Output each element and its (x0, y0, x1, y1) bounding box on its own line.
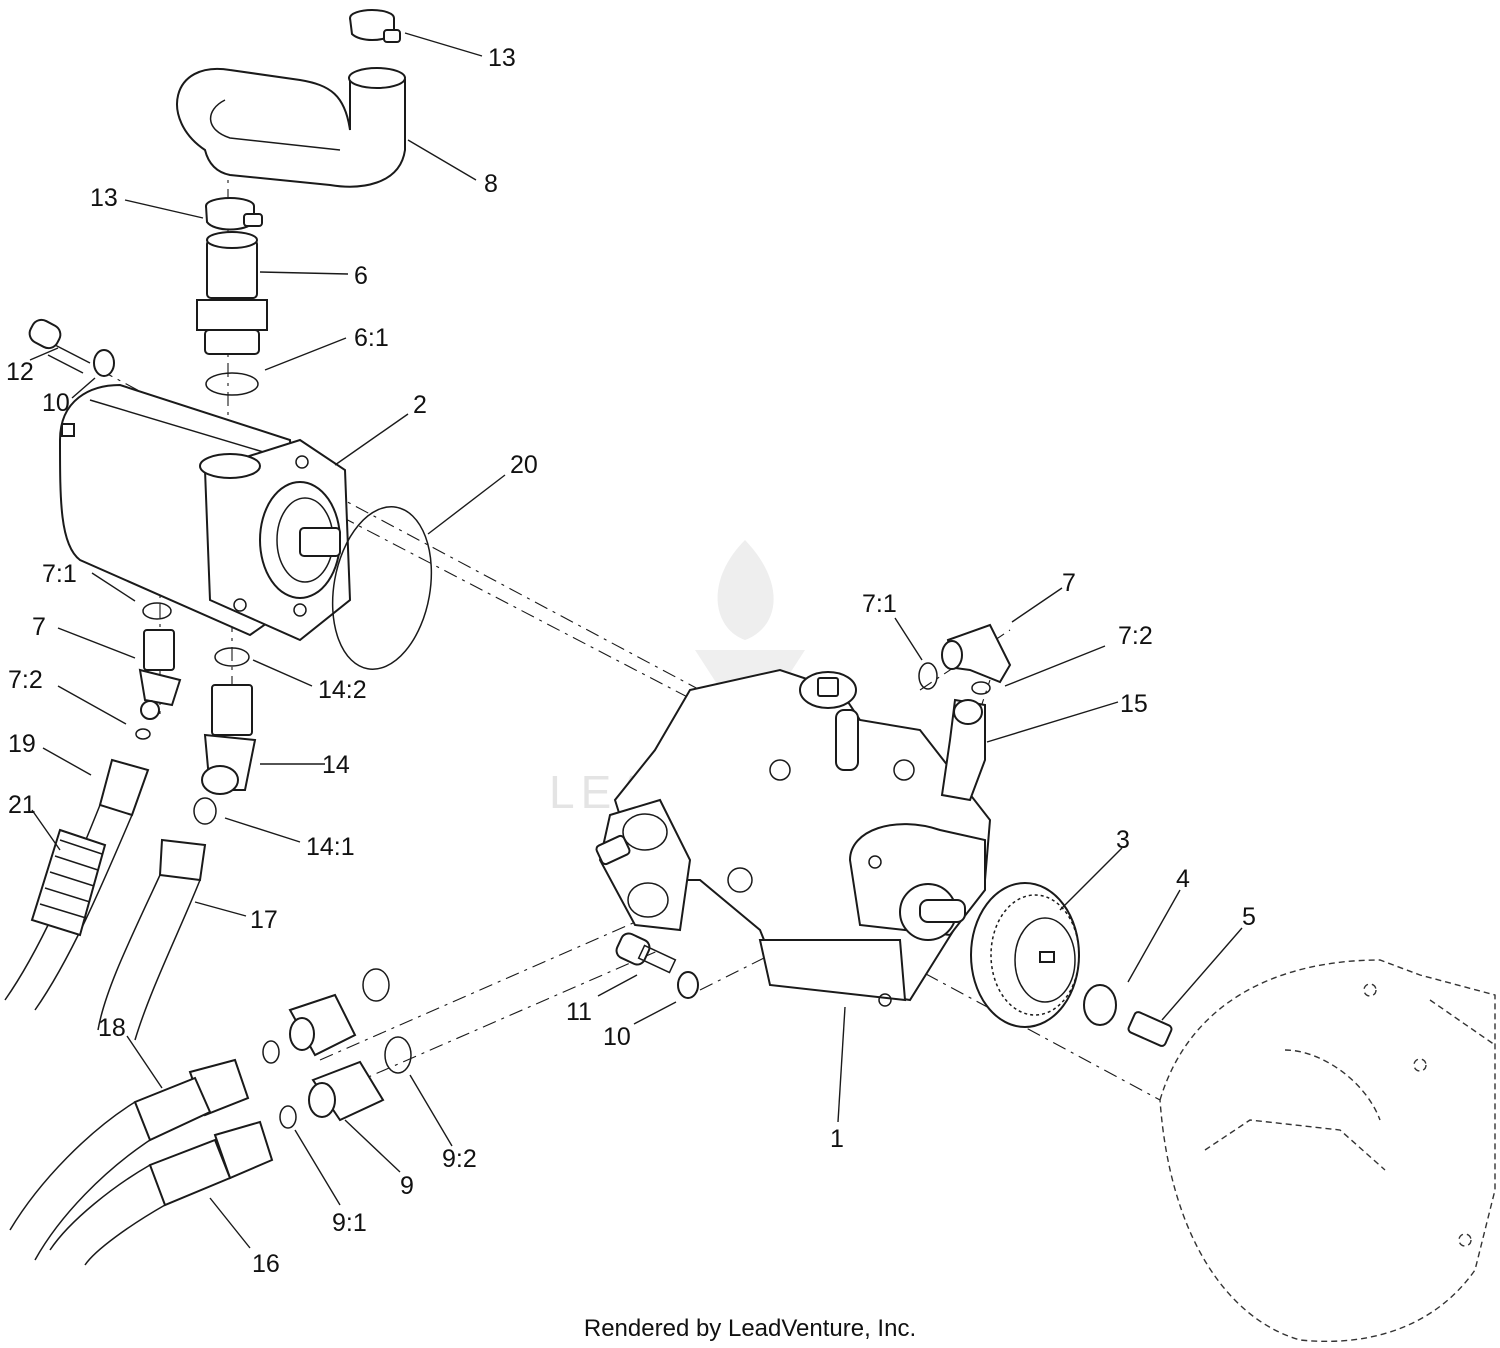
o-ring-9-1-lower (279, 1105, 297, 1129)
callout-9-1: 9:1 (332, 1209, 367, 1237)
cap-screw-12 (28, 318, 91, 374)
hose-barb-fitting (196, 231, 268, 355)
watermark-flame-icon (717, 540, 774, 640)
o-ring-6-1 (205, 372, 259, 396)
o-ring-7-1-left (142, 602, 172, 620)
callout-14-1: 14:1 (306, 833, 355, 861)
washer-10-upper (93, 349, 115, 377)
engine-housing-reference (1159, 959, 1496, 1343)
fitting-9-lower (308, 1060, 385, 1122)
callout-7-right: 7 (1062, 569, 1076, 597)
callout-labels: 13 8 13 6 6:1 12 10 2 20 7:1 7 7:2 14:2 … (6, 44, 1256, 1278)
callout-7-1-left: 7:1 (42, 560, 77, 588)
elbow-fitting-14 (201, 684, 257, 795)
callout-1: 1 (830, 1125, 844, 1153)
o-ring-14-2 (214, 647, 250, 667)
render-credit: Rendered by LeadVenture, Inc. (584, 1315, 916, 1342)
hose-18 (9, 1058, 250, 1261)
callout-7-2-right: 7:2 (1118, 622, 1153, 650)
elbow-fitting-7-left (138, 629, 182, 720)
callout-6: 6 (354, 262, 368, 290)
callout-13-lower: 13 (90, 184, 118, 212)
spacer-4 (1083, 984, 1117, 1026)
hose-clamp-lower (205, 197, 263, 231)
cap-screw-11 (615, 932, 677, 974)
elbow-hose-part (176, 67, 406, 188)
callout-13-top: 13 (488, 44, 516, 72)
o-ring-9-2-upper (362, 968, 390, 1002)
drive-gear-3 (970, 882, 1080, 1028)
callout-5: 5 (1242, 903, 1256, 931)
callout-7-1-right: 7:1 (862, 590, 897, 618)
o-ring-7-1-right (918, 662, 938, 690)
callout-14: 14 (322, 751, 350, 779)
spring-guard-21 (30, 828, 107, 937)
callout-10-lower: 10 (603, 1023, 631, 1051)
fitting-15 (940, 698, 986, 802)
cap-screw-5 (1127, 1011, 1173, 1047)
callout-4: 4 (1176, 865, 1190, 893)
callout-19: 19 (8, 730, 36, 758)
hose-clamp-top (349, 9, 401, 43)
callout-10-upper: 10 (42, 389, 70, 417)
o-ring-7-2-left (135, 728, 151, 740)
callout-18: 18 (98, 1014, 126, 1042)
callout-17: 17 (250, 906, 278, 934)
callout-8: 8 (484, 170, 498, 198)
callout-14-2: 14:2 (318, 676, 367, 704)
washer-10-lower (677, 971, 699, 999)
callout-7-left: 7 (32, 613, 46, 641)
fitting-9-upper (288, 993, 357, 1057)
o-ring-9-1-upper (262, 1040, 280, 1064)
callout-2: 2 (413, 391, 427, 419)
hose-17 (97, 838, 207, 1041)
leader-lines (29, 32, 1243, 1249)
gear-pump-part (58, 383, 352, 642)
elbow-fitting-7-right (941, 623, 1012, 684)
callout-9: 9 (400, 1172, 414, 1200)
callout-16: 16 (252, 1250, 280, 1278)
o-ring-seal-20 (331, 506, 433, 670)
callout-21: 21 (8, 791, 36, 819)
callout-20: 20 (510, 451, 538, 479)
callout-11: 11 (566, 998, 592, 1026)
callout-15: 15 (1120, 690, 1148, 718)
callout-12: 12 (6, 358, 34, 386)
callout-7-2-left: 7:2 (8, 666, 43, 694)
callout-9-2: 9:2 (442, 1145, 477, 1173)
o-ring-14-1 (193, 797, 217, 825)
callout-6-1: 6:1 (354, 324, 389, 352)
o-ring-7-2-right (971, 681, 991, 695)
hydrostatic-pump-body-part (595, 668, 992, 1007)
hose-16 (49, 1120, 274, 1266)
callout-3: 3 (1116, 826, 1130, 854)
o-ring-9-2-lower (384, 1036, 412, 1074)
